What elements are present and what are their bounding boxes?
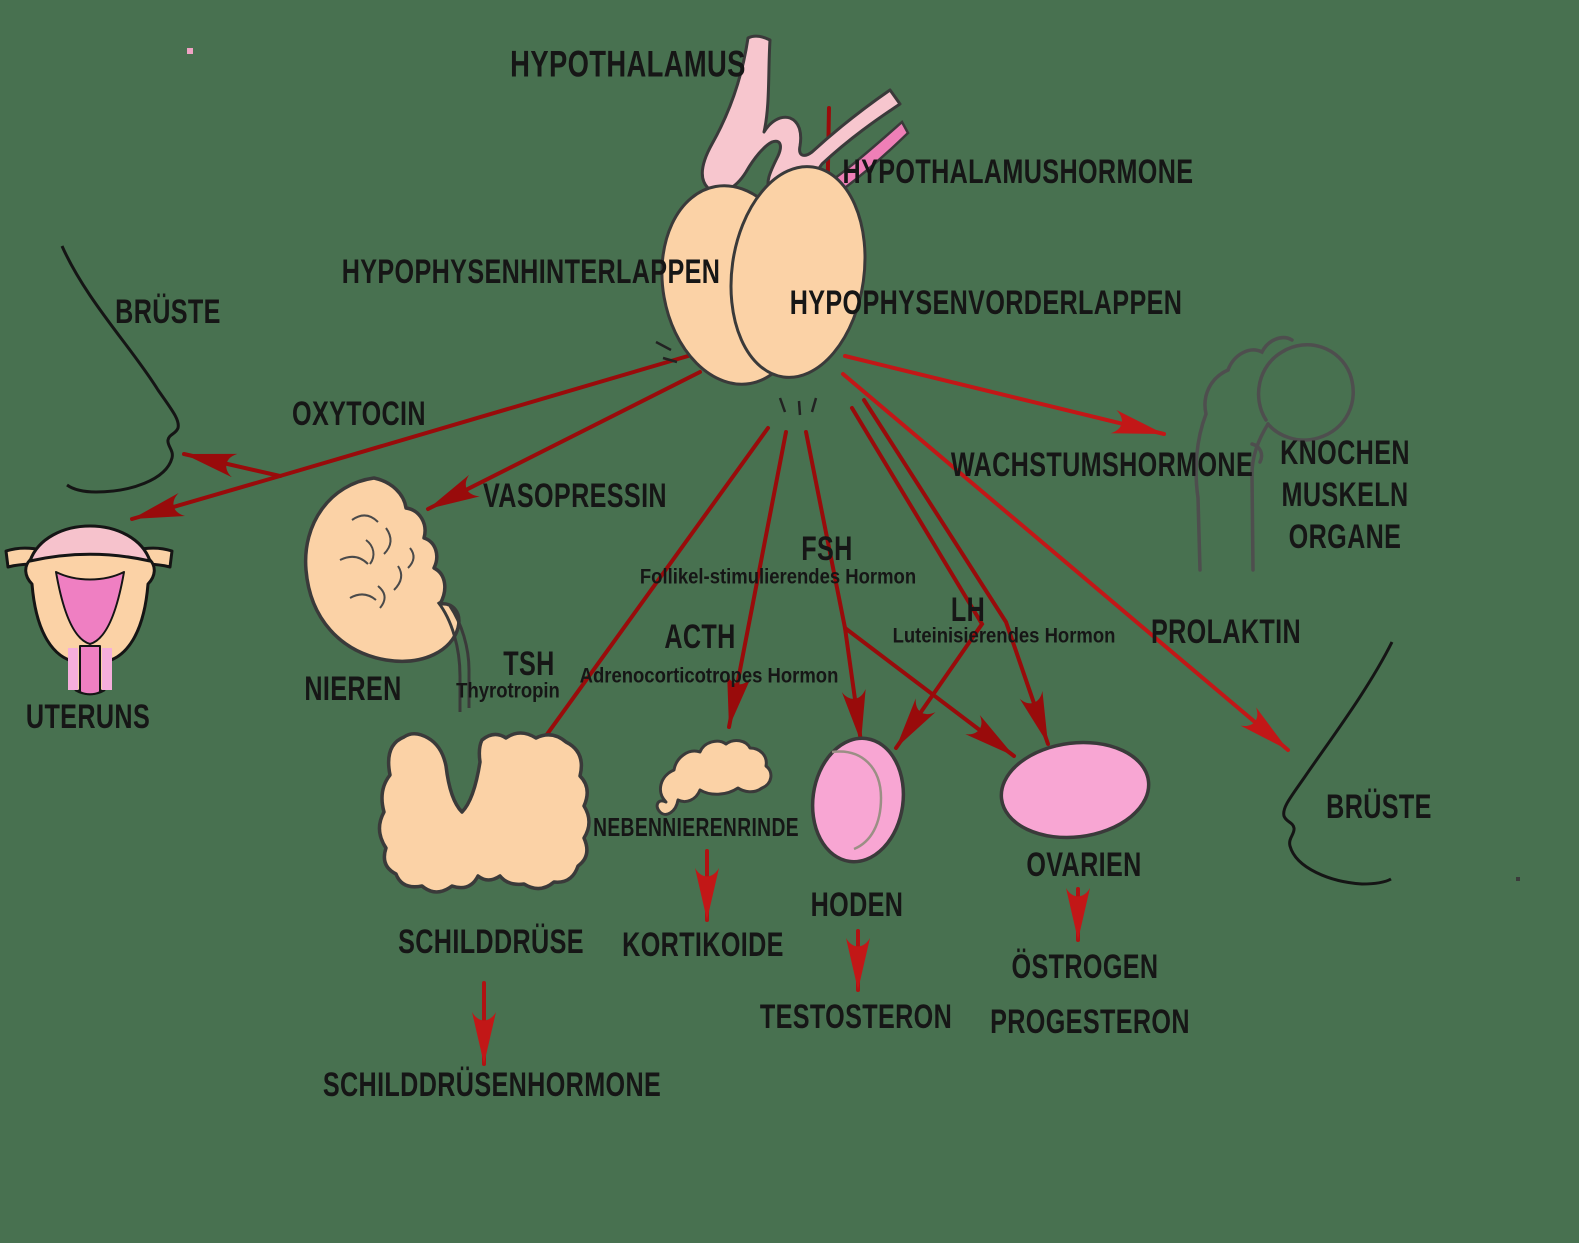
ovary-illustration: [999, 740, 1151, 840]
pituitary-illustration: [655, 165, 867, 416]
label-progesteron: PROGESTERON: [990, 1003, 1190, 1041]
arrow-vasopressin: [426, 370, 702, 511]
label-acth: ACTH: [664, 618, 736, 656]
label-tsh: TSH: [503, 645, 555, 683]
arrow-fsh-ovary: [843, 626, 1016, 758]
label-nieren: NIEREN: [304, 670, 402, 708]
label-lh: LH: [950, 591, 986, 629]
label-kortikoide: KORTIKOIDE: [622, 926, 784, 964]
label-brueste-right: BRÜSTE: [1326, 788, 1432, 826]
label-testosteron: TESTOSTERON: [759, 998, 953, 1036]
label-wachstumshormone: WACHSTUMSHORMONE: [950, 446, 1254, 484]
label-oestrogen: ÖSTROGEN: [1011, 948, 1159, 986]
label-hypothalamushormone: HYPOTHALAMUSHORMONE: [842, 153, 1194, 191]
label-hypophysenvorderlappen: HYPOPHYSENVORDERLAPPEN: [789, 284, 1183, 322]
label-prolaktin: PROLAKTIN: [1150, 613, 1302, 651]
label-oxytocin: OXYTOCIN: [292, 395, 426, 433]
hormone-arrows: [130, 106, 1290, 1066]
dark-speck: [1516, 877, 1520, 881]
arrow-acth: [727, 430, 788, 729]
label-organe: ORGANE: [1288, 518, 1402, 556]
label-schilddruesenhormone: SCHILDDRÜSENHORMONE: [322, 1066, 662, 1104]
thyroid-illustration: [377, 731, 591, 894]
label-lh-sub: Luteinisierendes Hormon: [892, 624, 1116, 648]
testis-illustration: [810, 736, 906, 864]
label-brueste-left: BRÜSTE: [115, 293, 221, 331]
arrow-wachstumshormone: [843, 354, 1166, 436]
label-knochen: KNOCHEN: [1280, 434, 1410, 472]
label-schilddruese: SCHILDDRÜSE: [398, 923, 584, 961]
label-hypothalamus: HYPOTHALAMUS: [510, 43, 746, 85]
label-vasopressin: VASOPRESSIN: [483, 477, 667, 515]
arrow-lh-ovary: [862, 398, 1050, 746]
label-acth-sub: Adrenocorticotropes Hormon: [579, 664, 839, 688]
arrow-oxytocin-breast: [182, 452, 282, 478]
pink-speck: [187, 48, 193, 54]
bone-illustration: [1194, 335, 1355, 572]
label-tsh-sub: Thyrotropin: [456, 679, 560, 703]
kidney-illustration: [303, 476, 471, 712]
label-uteruns: UTERUNS: [25, 698, 151, 736]
label-muskeln: MUSKELN: [1281, 476, 1409, 514]
breast-left-illustration: [60, 245, 180, 494]
label-fsh: FSH: [801, 530, 853, 568]
uterus-illustration: [4, 524, 174, 696]
arrow-oxytocin-uterus: [130, 474, 282, 521]
label-hypophysenhinterlappen: HYPOPHYSENHINTERLAPPEN: [341, 253, 721, 291]
arrow-lh-testis: [850, 406, 985, 750]
arrow-prolaktin: [841, 372, 1290, 752]
label-nebennierenrinde: NEBENNIERENRINDE: [593, 812, 799, 842]
label-fsh-sub: Follikel-stimulierendes Hormon: [639, 565, 917, 589]
label-hoden: HODEN: [810, 886, 904, 924]
breast-right-illustration: [1282, 641, 1394, 886]
adrenal-illustration: [655, 739, 773, 816]
label-ovarien: OVARIEN: [1026, 846, 1142, 884]
